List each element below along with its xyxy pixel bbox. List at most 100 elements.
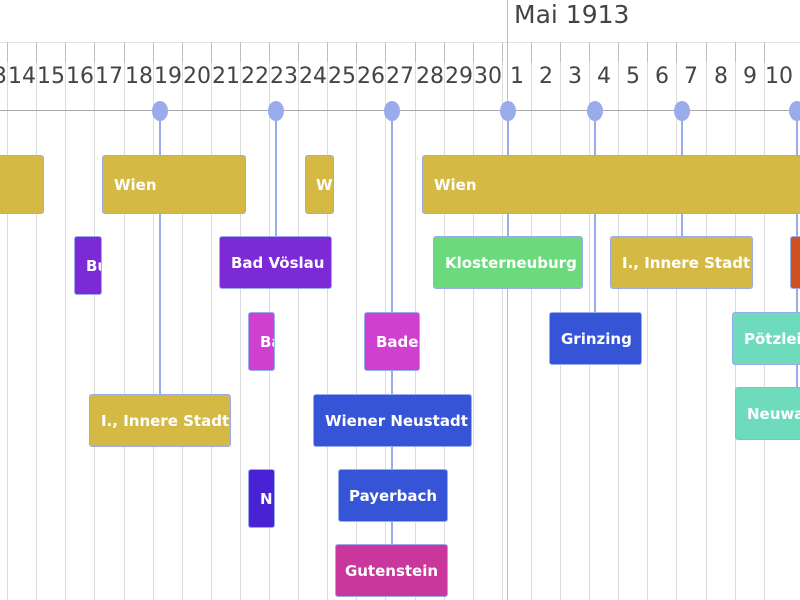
day-label: 30 — [474, 64, 502, 89]
day-tick — [618, 42, 619, 62]
day-tick — [211, 42, 212, 62]
timeline-item-klosterneuburg[interactable]: Klosterneuburg — [433, 236, 583, 289]
day-label: 9 — [743, 64, 757, 89]
month-divider — [507, 0, 508, 600]
day-label: 15 — [37, 64, 65, 89]
day-label: 20 — [183, 64, 211, 89]
timeline-item-wiener-neustadt[interactable]: Wiener Neustadt — [313, 394, 472, 447]
day-label: 18 — [125, 64, 153, 89]
day-gridline — [706, 42, 707, 600]
day-tick — [444, 42, 445, 62]
day-tick — [153, 42, 154, 62]
day-tick — [124, 42, 125, 62]
day-tick — [473, 42, 474, 62]
timeline-item-wien[interactable] — [0, 155, 44, 214]
day-tick — [706, 42, 707, 62]
event-dot[interactable] — [587, 101, 603, 121]
day-tick — [676, 42, 677, 62]
day-tick — [560, 42, 561, 62]
day-tick — [356, 42, 357, 62]
timeline-item-grinzing[interactable]: Grinzing — [549, 312, 642, 365]
day-label: 3 — [568, 64, 582, 89]
day-label: 27 — [386, 64, 414, 89]
timeline-item-baden[interactable]: Baden — [364, 312, 420, 371]
day-gridline — [153, 42, 154, 600]
day-tick — [502, 42, 503, 62]
day-tick — [735, 42, 736, 62]
day-label: 5 — [626, 64, 640, 89]
day-tick — [269, 42, 270, 62]
day-gridline — [182, 42, 183, 600]
timeline-item-ba[interactable]: Ba — [248, 312, 275, 371]
day-tick — [298, 42, 299, 62]
connector-stem — [275, 112, 277, 238]
day-label: 16 — [66, 64, 94, 89]
timeline-item-neuwaldegg[interactable]: Neuwaldegg — [735, 387, 800, 440]
day-gridline — [676, 42, 677, 600]
day-label: 29 — [445, 64, 473, 89]
day-label: 21 — [212, 64, 240, 89]
day-label: 1 — [510, 64, 524, 89]
day-label: 14 — [8, 64, 36, 89]
day-label: 28 — [416, 64, 444, 89]
day-gridline — [124, 42, 125, 600]
event-dot[interactable] — [674, 101, 690, 121]
day-tick — [531, 42, 532, 62]
day-gridline — [94, 42, 95, 600]
day-tick — [589, 42, 590, 62]
day-gridline — [7, 42, 8, 600]
event-dot[interactable] — [152, 101, 168, 121]
day-gridline — [502, 42, 503, 600]
day-gridline — [298, 42, 299, 600]
day-gridline — [327, 42, 328, 600]
event-dot[interactable] — [500, 101, 516, 121]
day-label: 19 — [154, 64, 182, 89]
timeline-item-innere-stadt[interactable]: I., Innere Stadt — [89, 394, 231, 447]
timeline-item-wien[interactable]: Wien — [102, 155, 246, 214]
timeline-item-n[interactable]: N — [248, 469, 275, 528]
day-label: 7 — [684, 64, 698, 89]
timeline-item-wien[interactable]: Wien — [422, 155, 800, 214]
timeline-item-orange[interactable] — [790, 236, 800, 289]
timeline-item-bad-voeslau[interactable]: Bad Vöslau — [219, 236, 332, 289]
day-tick — [385, 42, 386, 62]
day-label: 6 — [655, 64, 669, 89]
timeline-item-innere-stadt[interactable]: I., Innere Stadt — [610, 236, 753, 289]
day-label: 4 — [597, 64, 611, 89]
event-dot[interactable] — [384, 101, 400, 121]
day-label: 26 — [357, 64, 385, 89]
timeline-item-bu[interactable]: Bu — [74, 236, 102, 295]
event-dot[interactable] — [789, 101, 800, 121]
day-label: 22 — [241, 64, 269, 89]
event-dot[interactable] — [268, 101, 284, 121]
timeline-item-payerbach[interactable]: Payerbach — [338, 469, 448, 522]
day-label: 10 — [765, 64, 793, 89]
axis-top-border — [0, 42, 800, 43]
day-gridline — [240, 42, 241, 600]
day-gridline — [473, 42, 474, 600]
day-tick — [94, 42, 95, 62]
timeline-item-gutenstein[interactable]: Gutenstein — [335, 544, 448, 597]
timeline-item-poetzleinsdorf[interactable]: Pötzleinsdorf — [732, 312, 800, 365]
day-tick — [415, 42, 416, 62]
day-label: 8 — [714, 64, 728, 89]
day-label: 2 — [539, 64, 553, 89]
timeline-axis — [0, 110, 800, 111]
day-tick — [327, 42, 328, 62]
day-label: 25 — [328, 64, 356, 89]
timeline-item-wien[interactable]: W — [305, 155, 334, 214]
day-label: 17 — [95, 64, 123, 89]
day-label: 23 — [270, 64, 298, 89]
day-gridline — [531, 42, 532, 600]
day-gridline — [65, 42, 66, 600]
day-tick — [7, 42, 8, 62]
day-tick — [36, 42, 37, 62]
day-label: 24 — [299, 64, 327, 89]
month-label: Mai 1913 — [514, 0, 630, 29]
day-tick — [764, 42, 765, 62]
day-tick — [65, 42, 66, 62]
day-label: 13 — [0, 62, 7, 92]
day-gridline — [356, 42, 357, 600]
day-gridline — [647, 42, 648, 600]
